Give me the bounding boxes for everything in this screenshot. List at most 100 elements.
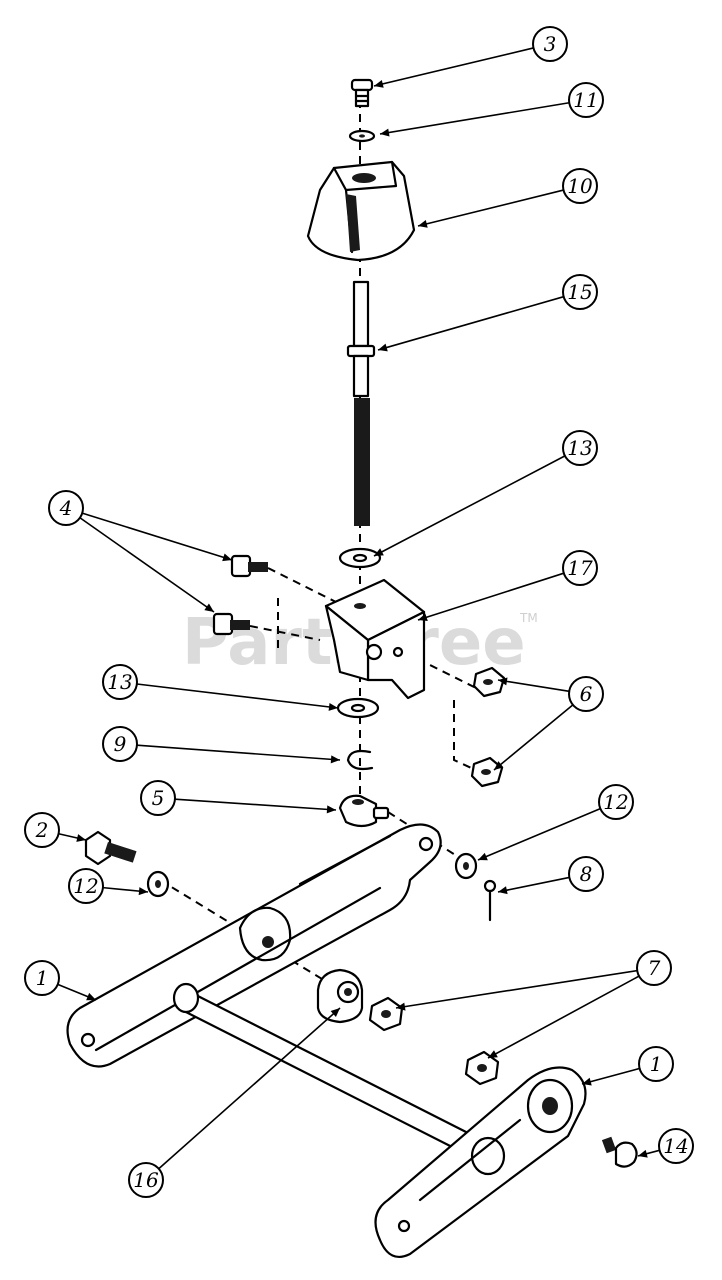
leader-line	[174, 798, 337, 811]
callout-bubble	[102, 664, 138, 700]
part-nuts	[470, 666, 506, 788]
leader-line	[581, 1067, 640, 1085]
part-arm-upper	[66, 823, 442, 1068]
part-cotter-pin	[483, 879, 497, 922]
callout-4: 4	[48, 490, 233, 562]
callout-leader	[79, 517, 215, 613]
callout-number: 14	[663, 1134, 688, 1158]
callout-bubble	[102, 726, 138, 762]
callout-bubble	[128, 1162, 164, 1198]
callout-bubble	[48, 490, 84, 526]
part-grease-fitting	[601, 1136, 638, 1168]
leader-line	[477, 807, 601, 861]
callout-14: 14	[637, 1128, 694, 1164]
callout-1: 1	[24, 960, 97, 1001]
callout-number: 12	[603, 790, 628, 814]
arrowhead	[498, 886, 508, 895]
leader-line	[79, 517, 215, 613]
callout-12: 12	[477, 784, 634, 861]
leader-line	[136, 744, 341, 761]
part-washer-right	[454, 852, 478, 880]
part-washer-small	[348, 129, 376, 143]
callout-bubble	[636, 950, 672, 986]
callout-number: 2	[35, 818, 49, 842]
arrowhead	[326, 805, 336, 814]
callout-number: 10	[567, 174, 593, 198]
leader-line	[136, 683, 339, 709]
callout-bubble	[24, 812, 60, 848]
callout-number: 6	[580, 682, 593, 706]
callout-bubble	[658, 1128, 694, 1164]
callout-bubble	[140, 780, 176, 816]
part-bolts	[212, 554, 268, 636]
callout-number: 13	[567, 436, 592, 460]
arrowhead	[204, 603, 214, 612]
callout-3: 3	[373, 26, 568, 88]
callout-number: 3	[544, 32, 557, 56]
leader-line	[417, 572, 565, 621]
arrowhead	[638, 1149, 648, 1158]
arrowhead	[138, 887, 148, 896]
part-bracket	[324, 578, 426, 700]
callout-5: 5	[140, 780, 337, 816]
leader-line	[497, 876, 570, 893]
arrowhead	[498, 677, 508, 686]
callout-8: 8	[497, 856, 604, 895]
part-spacer-tube	[316, 968, 364, 1024]
part-washer-lower	[336, 697, 380, 719]
arrowhead	[76, 834, 86, 842]
arrowhead	[330, 755, 340, 764]
leader-line	[395, 969, 638, 1009]
arrowhead	[488, 1050, 498, 1058]
leader-line	[373, 47, 534, 87]
part-washer-upper	[338, 547, 382, 569]
part-pivot-block	[338, 794, 390, 828]
callout-16: 16	[128, 1007, 341, 1198]
callout-6: 6	[497, 676, 604, 712]
callout-11: 11	[379, 82, 604, 137]
leader-line	[158, 1007, 341, 1170]
callout-bubble	[562, 274, 598, 310]
leader-line	[417, 189, 564, 227]
callout-bubble	[24, 960, 60, 996]
part-nut-middle	[368, 996, 404, 1032]
arrowhead	[330, 1008, 340, 1017]
leader-line	[373, 455, 566, 557]
callout-bubble	[562, 168, 598, 204]
callout-number: 15	[567, 280, 592, 304]
callout-number: 1	[650, 1052, 663, 1076]
callout-1: 1	[581, 1046, 674, 1086]
leader-line	[493, 704, 574, 771]
arrowhead	[222, 553, 232, 562]
part-screw	[350, 78, 374, 108]
callout-number: 7	[648, 956, 661, 980]
callout-17: 17	[417, 550, 598, 622]
callout-13: 13	[373, 430, 598, 557]
callout-number: 12	[73, 874, 98, 898]
part-nut-right	[464, 1050, 500, 1086]
callout-13: 13	[102, 664, 339, 711]
arrowhead	[374, 548, 384, 556]
arrowhead	[418, 613, 428, 622]
callout-10: 10	[417, 168, 598, 228]
leader-line	[497, 679, 570, 693]
callout-number: 11	[573, 88, 598, 112]
part-arm-lower	[374, 1066, 587, 1258]
callout-7: 7	[395, 950, 672, 1011]
callout-number: 13	[107, 670, 132, 694]
callout-number: 8	[580, 862, 593, 886]
arrowhead	[374, 80, 384, 88]
callout-bubble	[562, 550, 598, 586]
part-e-clip	[346, 749, 374, 771]
callout-number: 4	[59, 496, 73, 520]
callout-bubble	[562, 430, 598, 466]
callout-2: 2	[24, 812, 87, 848]
leader-line	[81, 512, 233, 561]
callout-bubble	[568, 676, 604, 712]
callout-leader	[487, 975, 640, 1059]
callout-number: 9	[114, 732, 127, 756]
arrowhead	[380, 128, 390, 137]
callout-bubble	[532, 26, 568, 62]
arrowhead	[86, 992, 96, 1001]
